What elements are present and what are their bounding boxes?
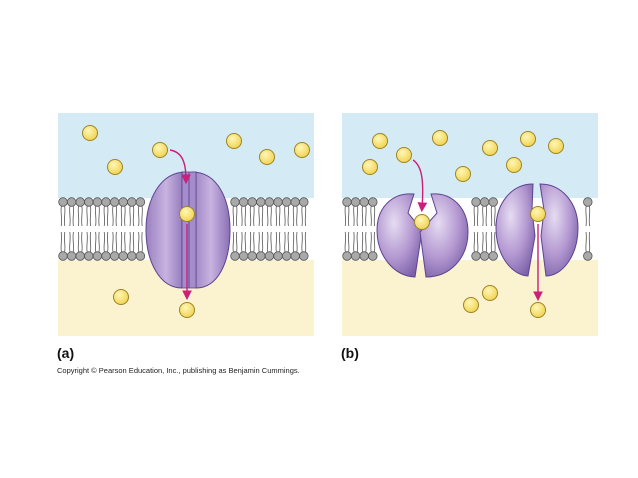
phospholipid <box>342 231 352 261</box>
carrier-protein-open-outside <box>376 193 469 278</box>
phospholipid-bilayer <box>58 197 309 261</box>
solute-molecule <box>463 297 479 313</box>
solute-molecule <box>396 147 412 163</box>
phospholipid <box>230 231 240 261</box>
transport-arrow <box>169 149 191 185</box>
solute-molecule <box>520 131 536 147</box>
solute-molecule <box>530 206 546 222</box>
phospholipid <box>66 231 77 261</box>
phospholipid <box>256 231 266 261</box>
panel-b <box>342 113 598 336</box>
solute-molecule <box>152 142 168 158</box>
phospholipid <box>488 231 498 261</box>
phospholipid <box>299 231 309 261</box>
phospholipid <box>290 231 300 261</box>
solute-molecule <box>179 206 195 222</box>
solute-molecule <box>226 133 242 149</box>
phospholipid <box>368 231 378 261</box>
panel-label-b: (b) <box>341 345 359 361</box>
solute-molecule <box>259 149 275 165</box>
phospholipid <box>247 197 257 227</box>
solute-molecule <box>530 302 546 318</box>
panel-a <box>58 113 314 336</box>
phospholipid <box>299 197 309 227</box>
solute-molecule <box>113 289 129 305</box>
solute-molecule <box>506 157 522 173</box>
phospholipid <box>75 231 85 261</box>
solute-molecule <box>107 159 123 175</box>
phospholipid <box>471 231 481 261</box>
carrier-protein-open-inside <box>495 183 579 277</box>
solute-molecule <box>294 142 310 158</box>
phospholipid <box>281 231 292 261</box>
phospholipid <box>92 197 103 227</box>
phospholipid <box>84 197 94 227</box>
solute-molecule <box>372 133 388 149</box>
transport-arrow <box>412 159 428 213</box>
copyright-notice: Copyright © Pearson Education, Inc., pub… <box>57 366 300 375</box>
phospholipid <box>583 231 593 261</box>
solute-molecule <box>362 159 378 175</box>
solute-molecule <box>548 138 564 154</box>
solute-molecule <box>482 285 498 301</box>
solute-molecule <box>414 214 430 230</box>
solute-molecule <box>179 302 195 318</box>
phospholipid <box>583 197 593 227</box>
solute-molecule <box>432 130 448 146</box>
solute-molecule <box>455 166 471 182</box>
phospholipid <box>135 231 146 261</box>
phospholipid <box>75 197 85 227</box>
phospholipid <box>247 231 257 261</box>
phospholipid <box>58 197 68 227</box>
phospholipid <box>471 197 481 227</box>
extracellular-fluid <box>342 113 598 198</box>
phospholipid <box>350 231 361 261</box>
solute-molecule <box>82 125 98 141</box>
phospholipid <box>368 197 378 227</box>
phospholipid <box>135 197 146 227</box>
phospholipid <box>127 197 137 227</box>
panel-label-a: (a) <box>57 345 75 361</box>
phospholipid-bilayer <box>342 197 593 261</box>
phospholipid <box>84 231 94 261</box>
phospholipid <box>488 197 498 227</box>
phospholipid <box>359 231 369 261</box>
solute-molecule <box>482 140 498 156</box>
channel-protein <box>145 171 231 289</box>
